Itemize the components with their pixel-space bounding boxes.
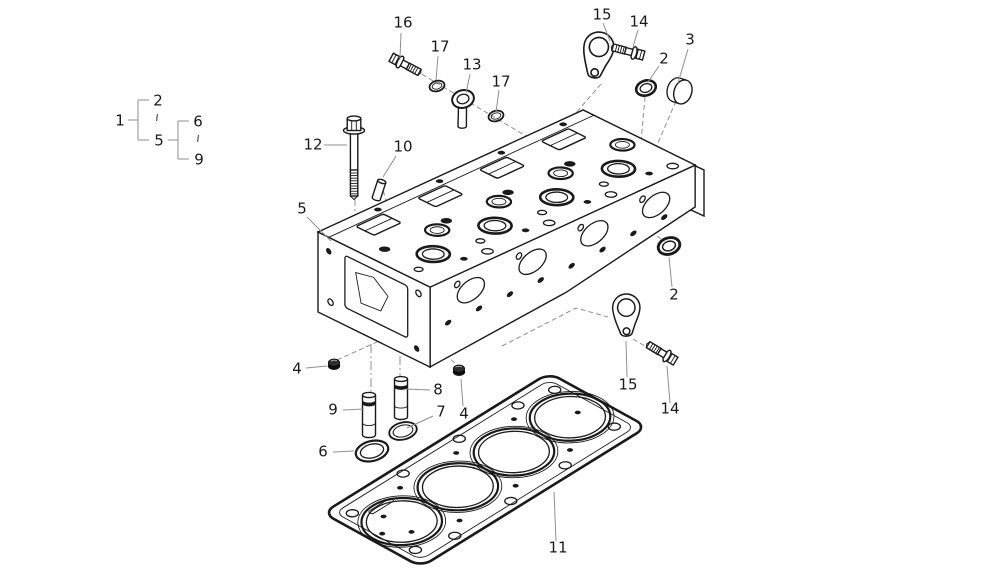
callout-2-top: 2: [659, 49, 669, 68]
callout-11: 11: [548, 538, 568, 557]
head-bolt-12: [342, 115, 366, 201]
valve-guide-8: [393, 375, 409, 421]
gasket-bolt-holes: [335, 380, 635, 560]
gasket-slot: [368, 498, 394, 514]
valve-guide-9: [361, 391, 377, 439]
cup-seal-2-top: [632, 76, 660, 100]
eye-bolt-14-top: [608, 40, 647, 63]
callout-17-a: 17: [430, 37, 450, 56]
valve-seat-6: [352, 436, 392, 466]
o-ring-17a: [427, 78, 447, 94]
callout-3: 3: [685, 30, 695, 49]
callout-7: 7: [436, 402, 446, 421]
callout-8: 8: [433, 380, 443, 399]
legend-item-2: 2: [153, 91, 163, 110]
callout-12: 12: [303, 135, 323, 154]
cap-nut-4-left: [327, 358, 341, 371]
callout-6: 6: [318, 442, 328, 461]
gasket-cylinder-bores: [340, 381, 633, 558]
callout-14-right: 14: [660, 399, 680, 418]
legend-item-9: 9: [194, 150, 204, 169]
banjo-bolt-16: [387, 50, 425, 80]
dowel-pin-10: [371, 178, 387, 202]
callout-17-b: 17: [491, 72, 511, 91]
callout-14-top: 14: [629, 12, 649, 31]
legend-item-5: 5: [154, 131, 164, 150]
legend-brackets: [128, 99, 200, 160]
callout-16: 16: [393, 13, 413, 32]
lifting-eye-15-right: [610, 292, 642, 338]
callout-13: 13: [462, 55, 482, 74]
cylinder-head-drawing: [318, 110, 705, 367]
legend-range-tick: [196, 134, 200, 143]
head-top-deck: [318, 110, 695, 287]
legend-item-6: 6: [193, 112, 203, 131]
cap-nut-4-right: [452, 364, 466, 377]
eye-bolt-14-right: [642, 337, 680, 368]
callout-9: 9: [328, 400, 338, 419]
callout-15-top: 15: [592, 5, 612, 24]
legend-range-tick: [155, 113, 159, 122]
head-gasket-drawing: [322, 371, 650, 567]
nozzle-13: [451, 89, 475, 129]
gasket-coolant-holes: [379, 410, 581, 536]
callout-15-right: 15: [618, 375, 638, 394]
callout-leader-lines: [305, 22, 689, 542]
callout-4-right: 4: [459, 404, 469, 423]
valve-seat-7: [386, 418, 420, 444]
head-left-face: [318, 232, 430, 367]
callout-4-left: 4: [292, 359, 302, 378]
callout-5: 5: [297, 199, 307, 218]
callout-2-right: 2: [669, 285, 679, 304]
legend-item-1: 1: [115, 111, 125, 130]
lifting-eye-15-top: [576, 28, 618, 82]
callout-10: 10: [393, 137, 413, 156]
cup-plug-3: [666, 77, 693, 105]
